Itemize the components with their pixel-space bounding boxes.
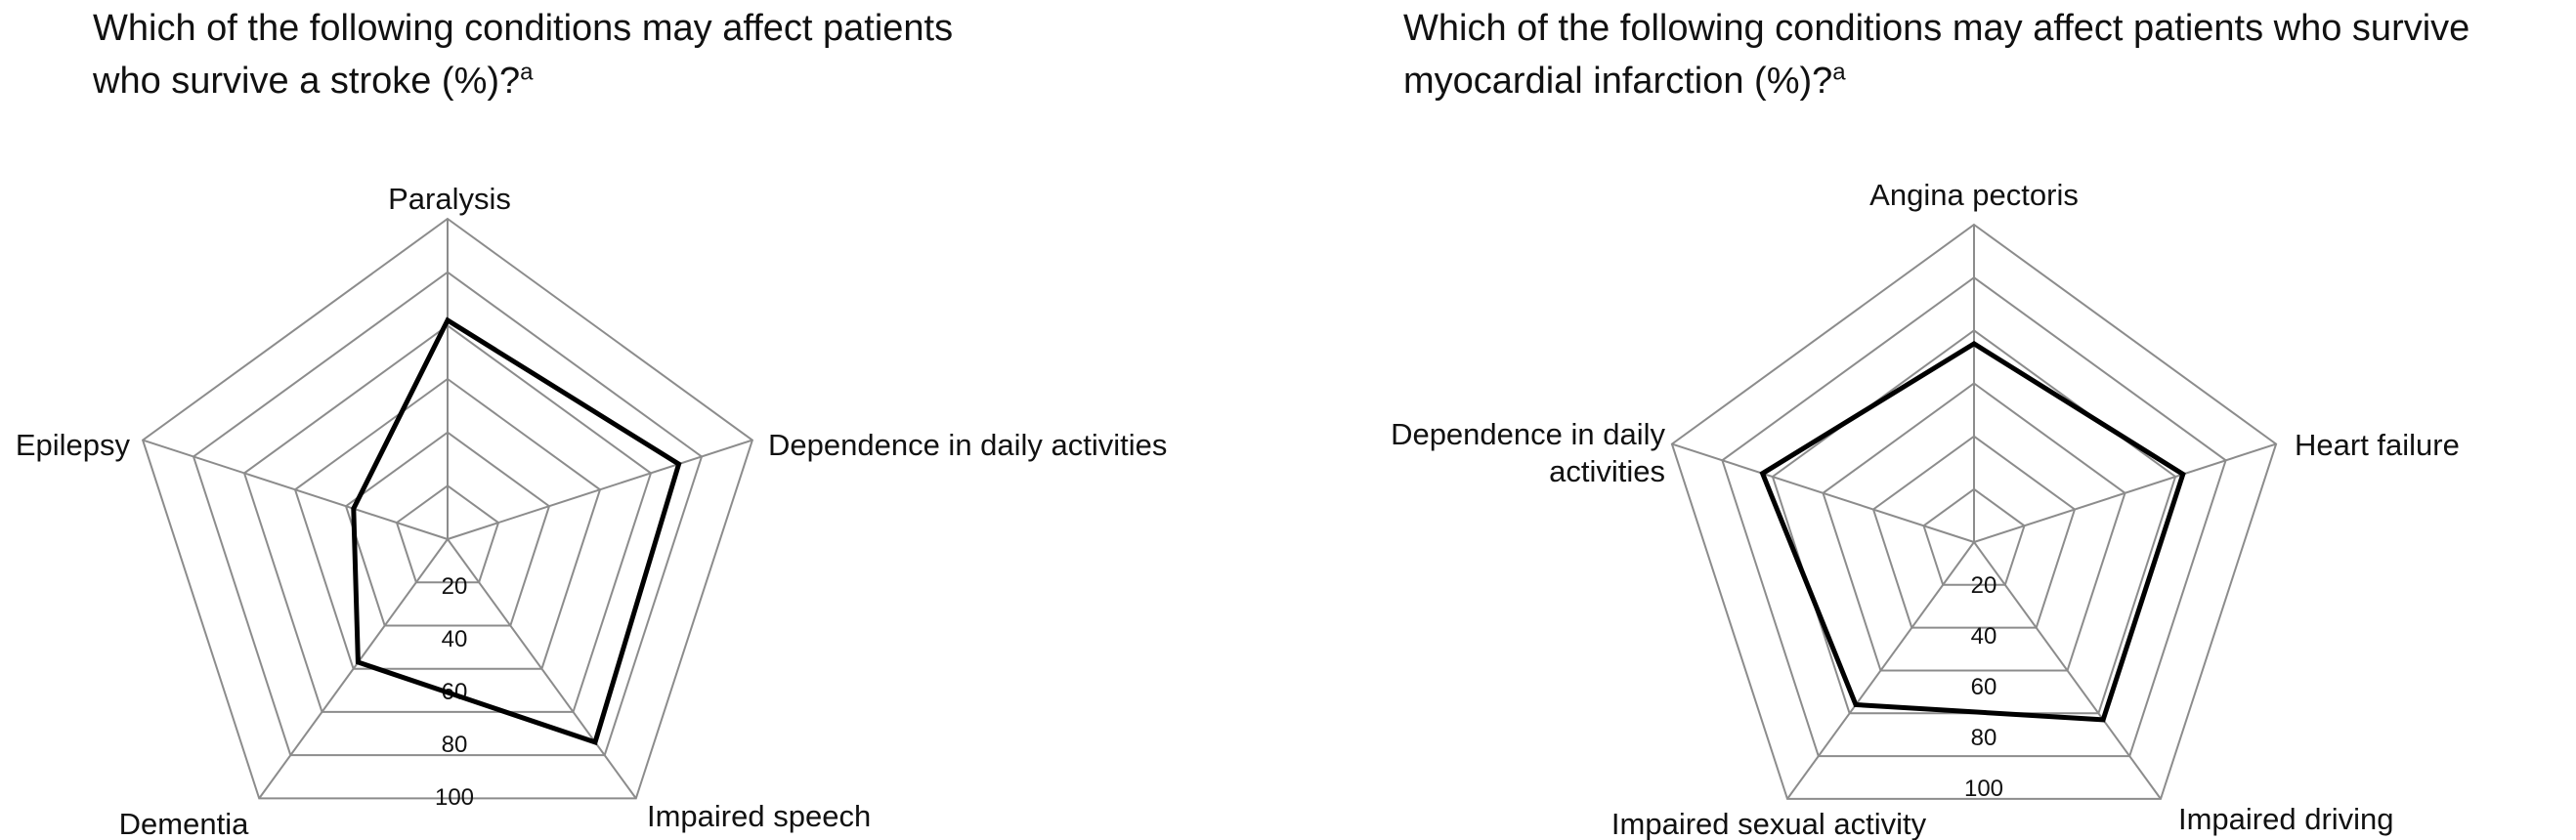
series-line	[351, 316, 682, 746]
grid-ring	[192, 271, 704, 757]
grid-ring	[395, 484, 500, 584]
tick-label: 40	[442, 626, 468, 652]
grid-ring	[242, 324, 653, 713]
category-label: Paralysis	[388, 182, 511, 216]
chart-title-line-1: Which of the following conditions may af…	[1403, 8, 2470, 49]
category-label: Angina pectoris	[1869, 178, 2079, 212]
tick-label: 60	[1971, 674, 1997, 700]
grid-ring	[1721, 275, 2227, 758]
footnote-marker: a	[1832, 59, 1846, 86]
category-label-line: Impaired driving	[2178, 802, 2394, 836]
grid-spoke	[1786, 541, 1975, 800]
chart-title-line-2: who survive a stroke (%)?	[93, 61, 521, 102]
category-label: Impaired sexual activity	[1611, 807, 1927, 840]
category-label: Dementia	[119, 807, 249, 840]
tick-label: 80	[1971, 725, 1997, 751]
category-label: Epilepsy	[16, 428, 131, 462]
tick-label: 40	[1971, 623, 1997, 650]
category-label-line: Dependence in daily	[1391, 417, 1665, 451]
grid-ring	[293, 377, 602, 670]
grid-spoke	[447, 439, 753, 540]
grid-spoke	[447, 538, 637, 799]
tick-label: 80	[442, 732, 468, 758]
grid-ring	[1871, 435, 2077, 629]
category-label-line: activities	[1549, 454, 1665, 488]
category-label: Dependence in daily activities	[768, 428, 1167, 462]
series-line	[1759, 340, 2186, 723]
grid-ring	[1670, 223, 2278, 800]
category-label-line: Impaired sexual activity	[1611, 807, 1927, 840]
category-label: Heart failure	[2295, 428, 2460, 462]
category-label: Impaired driving	[2178, 802, 2394, 836]
grid-spoke	[1671, 442, 1975, 543]
myocardial-infarction-chart-panel: Which of the following conditions may af…	[1288, 0, 2576, 840]
tick-label: 100	[1964, 776, 2003, 802]
category-label-line: Heart failure	[2295, 428, 2460, 462]
category-label: Impaired speech	[647, 799, 871, 833]
grid-spoke	[1973, 442, 2277, 543]
category-label-line: Epilepsy	[16, 428, 131, 462]
chart-title: Which of the following conditions may af…	[93, 2, 953, 107]
tick-label: 20	[442, 573, 468, 600]
tick-label: 20	[1971, 572, 1997, 599]
category-label-line: Impaired speech	[647, 799, 871, 833]
chart-title: Which of the following conditions may af…	[1403, 2, 2469, 107]
category-label-line: Paralysis	[388, 182, 511, 216]
category-label-line: Dependence in daily activities	[768, 428, 1167, 462]
category-label-line: Angina pectoris	[1869, 178, 2079, 212]
stroke-chart-panel: Which of the following conditions may af…	[16, 2, 1168, 840]
grid-ring	[141, 217, 754, 800]
chart-title-line-1: Which of the following conditions may af…	[93, 8, 954, 49]
chart-title-line-2: myocardial infarction (%)?	[1403, 61, 1833, 102]
grid-ring	[1922, 487, 2026, 586]
grid-spoke	[258, 538, 449, 799]
grid-ring	[1822, 382, 2126, 672]
tick-label: 100	[435, 784, 474, 811]
grid-spoke	[142, 439, 449, 540]
footnote-marker: a	[520, 59, 534, 86]
grid-spoke	[1973, 541, 2162, 800]
category-label-line: Dementia	[119, 807, 249, 840]
